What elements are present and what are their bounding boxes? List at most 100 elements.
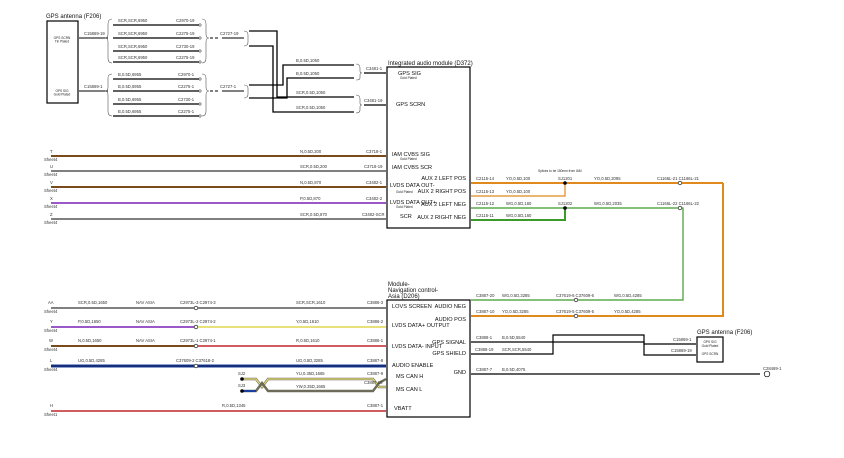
pin-label: GPS SCRN	[702, 352, 719, 356]
connector-label: C3888-19	[475, 347, 494, 352]
sheet-ref[interactable]: AA	[48, 300, 54, 305]
wire-spec: SCR,SCR,5540	[502, 347, 532, 352]
sheet-link[interactable]: Sheet4	[44, 367, 58, 372]
region-label: NAV ASIA	[136, 319, 155, 324]
connector-label: C3481-1	[366, 66, 383, 71]
nav-pin: LVDS DATA- INPUT	[392, 344, 443, 350]
sheet-link[interactable]: Sheet4	[44, 204, 58, 209]
sheet-ref[interactable]: U	[50, 164, 53, 169]
sheet-link[interactable]: Sheet4	[44, 172, 58, 177]
connector-label: C3718-19	[364, 164, 383, 169]
connector-label: C3886-1	[367, 338, 384, 343]
sheet-refs-upper: T Sheet4 U Sheet4 V Sheet4 X Sheet4 Z Sh…	[44, 149, 385, 225]
sheet-wires-lower	[51, 305, 387, 412]
wire-spec: SCR,SCR,6950	[118, 31, 148, 36]
wire-spec: R,0.5D,1345	[222, 403, 246, 408]
wire-spec: WG,0.5D,4285	[614, 293, 642, 298]
wire-spec: B,0.5D,6955	[118, 97, 142, 102]
sheet-ref[interactable]: Z	[50, 212, 53, 217]
iam-pin: LVDS DATA OUT+	[390, 200, 436, 206]
iam-title: Integrated audio module (D372)	[388, 61, 473, 67]
wire-spec: SCR,0.5D,200	[300, 164, 328, 169]
nav-pin: GND	[454, 370, 466, 376]
sheet-ref[interactable]: V	[50, 180, 53, 185]
inline-connector: C37619-5 C37609-5	[556, 309, 595, 314]
sheet-link[interactable]: Sheet4	[44, 347, 58, 352]
nav-pin: LOVS SCREEN	[392, 304, 432, 310]
iam-pin-note: Gold Plated	[396, 190, 413, 194]
nav-pin: AUDIO POS	[435, 317, 466, 323]
sheet-ref[interactable]: H	[50, 403, 53, 408]
crossover-wires: B,0.5D,1050 B,0.5D,1050 SCR,0.5D,1050 SC…	[243, 30, 386, 114]
pin-label: GPS SCRN	[54, 36, 71, 40]
wire-spec: SCR,0.5D,870	[300, 212, 328, 217]
wire-spec: YO,0.5D,4285	[614, 309, 641, 314]
nav-pin: AUDIO ENABLE	[392, 363, 434, 369]
connector-label: C2275-19	[176, 31, 195, 36]
iam-pin: AUX 2 LEFT POS	[421, 176, 466, 182]
connector-label: C3887-20	[476, 293, 495, 298]
sheet-ref[interactable]: X	[50, 196, 53, 201]
sheet-link[interactable]: Sheet1	[44, 412, 58, 417]
connector-label: C2970-1	[178, 72, 195, 77]
gps-antenna-bottom: GPS antenna (F206) GPS SIG Gold Plated G…	[696, 330, 752, 363]
wire-spec: B,0.5D,4075	[502, 367, 526, 372]
gps-antenna-bottom-box	[696, 336, 724, 363]
sheet-link[interactable]: Sheet4	[44, 309, 58, 314]
harness-signal-group: B,0.5D,6955 B,0.5D,6955 B,0.5D,6955 B,0.…	[104, 72, 244, 118]
sheet-ref[interactable]: Y	[50, 319, 53, 324]
connector-label: C28469-1	[763, 366, 782, 371]
wire-spec: P,0.5D,870	[300, 196, 321, 201]
wire-spec: Y,0.5D,1610	[296, 319, 319, 324]
iam-pin: GPS SIG	[398, 71, 421, 77]
sheet-ref[interactable]: L	[50, 358, 53, 363]
iam-pin: IAM CVBS SIG	[392, 152, 430, 158]
gps-antenna-bottom-title: GPS antenna (F206)	[697, 330, 752, 336]
connector-label: C3482-SCR	[362, 212, 385, 217]
sheet-link[interactable]: Sheet4	[44, 157, 58, 162]
connector-label: C15869-19	[671, 348, 692, 353]
connector-label: C2730-1	[178, 97, 195, 102]
wire-spec: WG,0.5D,160	[506, 213, 532, 218]
sheet-link[interactable]: Sheet4	[44, 220, 58, 225]
connector-label: C2275-19	[176, 55, 195, 60]
iam-pin: GPS SCRN	[396, 102, 425, 108]
nav-title: Module-	[388, 282, 410, 288]
iam-pin-note: Gold Plated	[400, 157, 417, 161]
wire-spec: YW,0.35D,1665	[296, 384, 326, 389]
wire-spec: R,0.5D,1610	[296, 338, 320, 343]
wire-spec: SCR,0.5D,1050	[296, 90, 326, 95]
connector-label: C2115-13	[476, 189, 495, 194]
iam-pin: AUX 2 RIGHT POS	[418, 189, 467, 195]
connector-label: C2115-14	[476, 176, 495, 181]
gps-antenna-top-title: GPS antenna (F206)	[46, 14, 101, 20]
connector-label: C15869-1	[84, 84, 103, 89]
pin-label: GPS SIG	[55, 89, 69, 93]
splice-label: SJ1201	[558, 176, 573, 181]
connector-label: C3887-7	[476, 367, 493, 372]
wire-spec: B,0.5D,1050	[296, 71, 320, 76]
nav-title: Navigation control-	[388, 288, 438, 294]
splice-label: SJ3	[238, 383, 246, 388]
wire-spec: B,0.5D,6955	[118, 72, 142, 77]
wire-spec: B,0.5D,5540	[502, 335, 526, 340]
iam-pin: AUX 2 RIGHT NEG	[417, 215, 466, 221]
gps-antenna-top-box	[46, 20, 79, 104]
sheet-link[interactable]: Sheet4	[44, 328, 58, 333]
sheet-ref[interactable]: W	[49, 338, 53, 343]
connector-label: C2275-1	[178, 84, 195, 89]
pin-label: GPS SIG	[703, 340, 717, 344]
pin-note: Gold Plated	[54, 93, 71, 97]
connector-label: C2275-1	[178, 109, 195, 114]
nav-box	[386, 299, 471, 418]
wire-spec: WG,0.5D,3285	[502, 293, 530, 298]
nav-pin: MS CAN L	[396, 387, 422, 393]
wire-spec: N,0.5D,1650	[78, 338, 102, 343]
wire-spec: WG,0.5D,160	[506, 201, 532, 206]
inline-connector: C2727-1	[220, 84, 237, 89]
sheet-link[interactable]: Sheet4	[44, 188, 58, 193]
iam-pin: IAM CVBS SCR	[392, 165, 432, 171]
nav-pin: GPS SIGNAL	[432, 340, 466, 346]
sheet-ref[interactable]: T	[50, 149, 53, 154]
wire-spec: SCR,SCR,6950	[118, 44, 148, 49]
